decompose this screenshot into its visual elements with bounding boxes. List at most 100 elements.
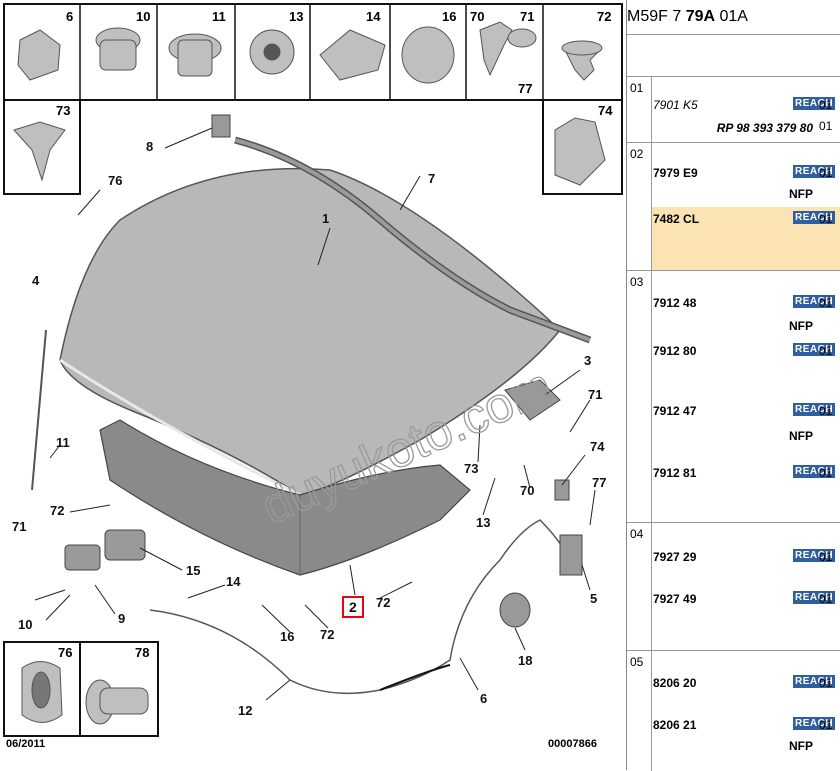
part-row-selected[interactable]: 7482 CL REACH 01 <box>651 209 840 229</box>
reach-badge: REACH <box>793 465 836 478</box>
part-reference: 7912 47 <box>653 404 697 418</box>
part-reference: 7979 E9 <box>653 166 698 180</box>
panel-header: M59F 7 79A 01A <box>627 0 840 35</box>
hood-panel <box>59 167 562 496</box>
callout-16[interactable]: 16 <box>280 629 295 644</box>
parts-list-panel: M59F 7 79A 01A 01 7901 K5 REACH 01 RP 98… <box>626 0 840 771</box>
part-quantity: 01 <box>819 550 833 564</box>
callout-72[interactable]: 72 <box>376 595 391 610</box>
parts-group: 03 7912 48 REACH 01 NFP 7912 80 REACH 01… <box>627 270 840 523</box>
part-note: NFP <box>789 187 813 201</box>
clip-6-icon <box>17 29 61 81</box>
callout-70[interactable]: 70 <box>520 483 535 498</box>
part-row[interactable]: 7912 48 REACH 01 <box>651 293 840 313</box>
reach-badge: REACH <box>793 591 836 604</box>
panel-title: M59F 7 79A 01A <box>627 8 748 25</box>
part-row[interactable]: 8206 21 REACH 01 <box>651 715 840 735</box>
part-reference: 8206 20 <box>653 676 697 690</box>
callout-76[interactable]: 76 <box>108 173 123 188</box>
part-reference: 7927 49 <box>653 592 697 606</box>
reach-badge: REACH <box>793 717 836 730</box>
callout-13[interactable]: 13 <box>476 515 491 530</box>
callout-72[interactable]: 72 <box>50 503 65 518</box>
callout-7[interactable]: 7 <box>428 171 436 186</box>
part-quantity: 01 <box>819 718 833 732</box>
reach-badge: REACH <box>793 403 836 416</box>
part-row[interactable]: 7927 49 REACH 01 <box>651 589 840 609</box>
thumb-label: 76 <box>58 645 73 660</box>
part-quantity: 01 <box>819 676 833 690</box>
reach-badge: REACH <box>793 549 836 562</box>
group-number: 05 <box>630 655 644 669</box>
group-number: 02 <box>630 147 644 161</box>
part-row[interactable]: 7979 E9 REACH 01 <box>651 163 840 183</box>
callout-71[interactable]: 71 <box>12 519 27 534</box>
part-row[interactable]: 7927 29 REACH 01 <box>651 547 840 567</box>
part-quantity: 01 <box>819 166 833 180</box>
callout-5[interactable]: 5 <box>590 591 598 606</box>
callout-74[interactable]: 74 <box>590 439 605 454</box>
thumb-label: 10 <box>136 9 151 24</box>
thumb-label: 11 <box>212 9 226 24</box>
reach-badge: REACH <box>793 295 836 308</box>
thumb-label: 74 <box>598 103 613 118</box>
callout-3[interactable]: 3 <box>584 353 592 368</box>
part-row[interactable]: RP 98 393 379 80 01 <box>651 117 840 137</box>
part-quantity: 01 <box>819 592 833 606</box>
thumb-label: 16 <box>442 9 457 24</box>
thumb-label: 71 <box>520 9 535 24</box>
callout-73[interactable]: 73 <box>464 461 479 476</box>
parts-group: 01 7901 K5 REACH 01 RP 98 393 379 80 01 <box>627 76 840 143</box>
callout-1[interactable]: 1 <box>322 211 330 226</box>
thumb-label: 72 <box>597 9 612 24</box>
thumb-label: 78 <box>135 645 150 660</box>
part-reference: 7927 29 <box>653 550 697 564</box>
parts-diagram: duyukoto.com 6 10 11 13 14 16 70 71 72 7… <box>3 3 623 750</box>
callout-12[interactable]: 12 <box>238 703 253 718</box>
parts-group: 02 7979 E9 REACH 01 NFP 7482 CL REACH 01 <box>627 142 840 271</box>
callout-8[interactable]: 8 <box>146 139 154 154</box>
callout-9[interactable]: 9 <box>118 611 126 626</box>
callout-14[interactable]: 14 <box>226 574 241 589</box>
part-note: NFP <box>789 739 813 753</box>
thumb-label: 13 <box>289 9 304 24</box>
part-quantity: 01 <box>819 466 833 480</box>
reach-badge: REACH <box>793 97 836 110</box>
part-quantity: 01 <box>819 344 833 358</box>
callout-77[interactable]: 77 <box>592 475 607 490</box>
part-quantity: 01 <box>819 212 833 226</box>
part-quantity: 01 <box>819 404 833 418</box>
thumb-label: 14 <box>366 9 381 24</box>
callout-6[interactable]: 6 <box>480 691 488 706</box>
callout-4[interactable]: 4 <box>32 273 40 288</box>
parts-group: 05 8206 20 REACH 01 8206 21 REACH 01 NFP <box>627 650 840 771</box>
part-quantity: 01 <box>819 98 833 112</box>
diagram-doc-number: 00007866 <box>548 738 597 750</box>
reach-badge: REACH <box>793 343 836 356</box>
part-quantity: 01 <box>819 119 833 133</box>
group-number: 01 <box>630 81 644 95</box>
callout-11[interactable]: 11 <box>56 435 70 450</box>
callout-72[interactable]: 72 <box>320 627 335 642</box>
part-row[interactable]: 7912 81 REACH 01 <box>651 463 840 483</box>
part-row[interactable]: 7912 47 REACH 01 <box>651 401 840 421</box>
diagram-drawing: duyukoto.com <box>3 3 623 737</box>
callout-2-selected[interactable]: 2 <box>342 596 364 618</box>
callout-18[interactable]: 18 <box>518 653 533 668</box>
callout-10[interactable]: 10 <box>18 617 33 632</box>
reach-badge: REACH <box>793 675 836 688</box>
callout-15[interactable]: 15 <box>186 563 201 578</box>
reach-badge: REACH <box>793 211 836 224</box>
thumb-label: 77 <box>518 81 533 96</box>
part-reference: 7482 CL <box>653 212 700 226</box>
reach-badge: REACH <box>793 165 836 178</box>
part-reference: 7912 48 <box>653 296 697 310</box>
diagram-date: 06/2011 <box>6 738 46 750</box>
part-row[interactable]: 7901 K5 REACH 01 <box>651 95 840 115</box>
part-row[interactable]: 7912 80 REACH 01 <box>651 341 840 361</box>
part-sub-reference: RP 98 393 379 80 <box>716 121 813 135</box>
part-reference: 8206 21 <box>653 718 697 732</box>
part-row[interactable]: 8206 20 REACH 01 <box>651 673 840 693</box>
thumb-label: 70 <box>470 9 485 24</box>
callout-71[interactable]: 71 <box>588 387 603 402</box>
